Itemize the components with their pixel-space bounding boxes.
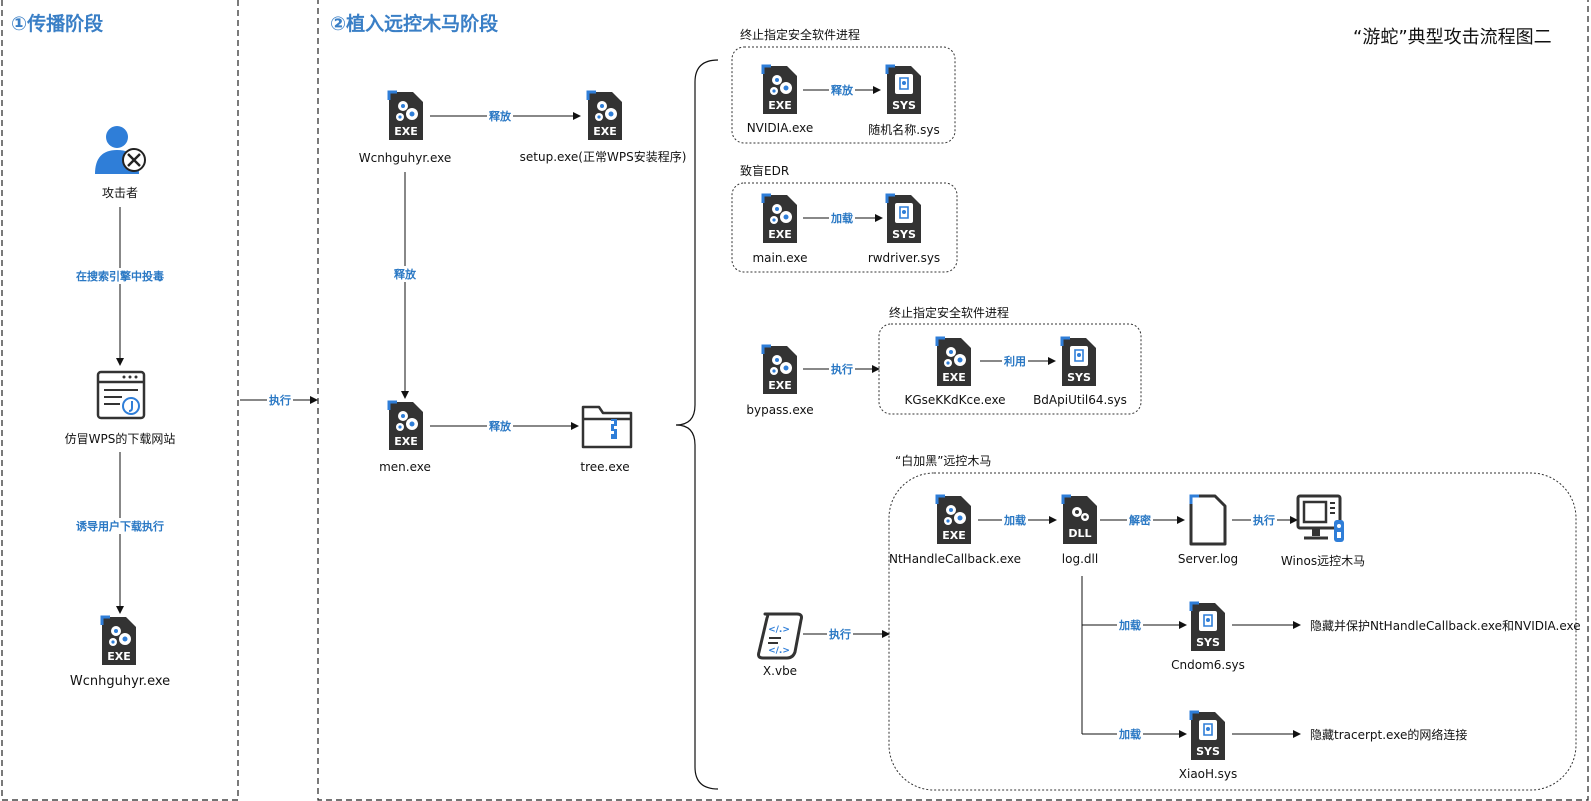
- edge-label-release-men: 释放: [392, 266, 418, 282]
- edge-label-bypass: 执行: [829, 361, 855, 377]
- edge-label-kgse: 利用: [1002, 353, 1028, 369]
- edge-label-log-winos: 执行: [1251, 512, 1277, 528]
- website-icon: [96, 370, 146, 420]
- svg-text:EXE: EXE: [394, 435, 418, 448]
- cndom-label: Cndom6.sys: [1171, 658, 1245, 672]
- group4-caption: “白加黑”远控木马: [895, 454, 992, 468]
- logdll-label: log.dll: [1061, 552, 1099, 566]
- random-sys-label: 随机名称.sys: [868, 123, 940, 137]
- svg-text:</.>: </.>: [768, 625, 790, 635]
- svg-text:EXE: EXE: [768, 379, 792, 392]
- exe-icon-wcnh: EXE: [387, 90, 423, 140]
- website-label: 仿冒WPS的下载网站: [64, 432, 176, 446]
- exe-icon-nthandle: EXE: [935, 494, 971, 544]
- script-scroll-icon: </.> </.>: [757, 612, 803, 660]
- svg-text:EXE: EXE: [394, 125, 418, 138]
- wcnh-label: Wcnhguhyr.exe: [358, 151, 452, 165]
- wcnh-dl-label: Wcnhguhyr.exe: [69, 674, 171, 689]
- sys-icon-xiaoh: SYS: [1189, 710, 1225, 760]
- nthandle-label: NtHandleCallback.exe: [888, 552, 1022, 566]
- svg-text:SYS: SYS: [1067, 371, 1091, 384]
- svg-text:SYS: SYS: [1196, 636, 1220, 649]
- edge-label-xvbe: 执行: [827, 626, 853, 642]
- exe-icon-bypass: EXE: [761, 344, 797, 394]
- winos-label: Winos远控木马: [1280, 554, 1366, 568]
- exe-icon-wcnh-dl: EXE: [100, 615, 136, 665]
- edge-label-main: 加载: [829, 210, 855, 226]
- hide-protect-label: 隐藏并保护NtHandleCallback.exe和NVIDIA.exe: [1310, 619, 1581, 633]
- group3-caption: 终止指定安全软件进程: [889, 306, 1010, 320]
- svg-text:EXE: EXE: [107, 650, 131, 663]
- edge-label-nt-dll: 加载: [1002, 512, 1028, 528]
- edge-label-exec-phase: 执行: [267, 392, 293, 408]
- svg-text:SYS: SYS: [892, 228, 916, 241]
- hide-network-label: 隐藏tracerpt.exe的网络连接: [1310, 728, 1468, 742]
- zip-folder-icon: [581, 405, 633, 449]
- edge-label-dll-log: 解密: [1127, 512, 1153, 528]
- nvidia-label: NVIDIA.exe: [746, 121, 814, 135]
- setup-label: setup.exe(正常WPS安装程序): [519, 150, 687, 164]
- dll-text: DLL: [1068, 527, 1091, 540]
- remote-trojan-icon: [1296, 494, 1344, 542]
- attacker-icon: [95, 126, 146, 174]
- xvbe-label: X.vbe: [762, 664, 798, 678]
- phase1-title: ①传播阶段: [11, 13, 104, 35]
- sys-icon-random: SYS: [885, 64, 921, 114]
- bypass-label: bypass.exe: [746, 403, 814, 417]
- edge-label-lure: 诱导用户下载执行: [74, 518, 166, 534]
- exe-icon-nvidia: EXE: [761, 64, 797, 114]
- edge-label-cndom: 加载: [1117, 617, 1143, 633]
- svg-text:EXE: EXE: [768, 99, 792, 112]
- serverlog-label: Server.log: [1177, 552, 1239, 566]
- exe-icon-main: EXE: [761, 193, 797, 243]
- svg-text:SYS: SYS: [1196, 745, 1220, 758]
- main-label: main.exe: [752, 251, 808, 265]
- svg-text:EXE: EXE: [942, 529, 966, 542]
- group-box-2: [731, 182, 958, 273]
- sys-icon-cndom: SYS: [1189, 601, 1225, 651]
- exe-icon-kgse: EXE: [935, 336, 971, 386]
- phase2-title: ②植入远控木马阶段: [330, 13, 499, 35]
- log-file-icon: [1189, 494, 1227, 546]
- dll-file-icon: DLL: [1061, 494, 1097, 544]
- svg-text:EXE: EXE: [768, 228, 792, 241]
- phase2-frame: [317, 0, 1589, 801]
- group-box-4: [888, 472, 1577, 791]
- svg-text:EXE: EXE: [942, 371, 966, 384]
- men-label: men.exe: [379, 460, 431, 474]
- svg-text:EXE: EXE: [593, 125, 617, 138]
- edge-label-release-setup: 释放: [487, 108, 513, 124]
- edge-label-xiaoh: 加载: [1117, 726, 1143, 742]
- group2-caption: 致盲EDR: [740, 164, 790, 178]
- attacker-label: 攻击者: [101, 186, 139, 200]
- edge-label-nvidia: 释放: [829, 82, 855, 98]
- svg-text:</.>: </.>: [768, 646, 790, 656]
- kgse-label: KGseKKdKce.exe: [904, 393, 1006, 407]
- edge-label-release-tree: 释放: [487, 418, 513, 434]
- tree-label: tree.exe: [580, 460, 630, 474]
- group1-caption: 终止指定安全软件进程: [740, 28, 861, 42]
- sys-icon-rwdriver: SYS: [885, 193, 921, 243]
- brace: [675, 59, 719, 790]
- exe-icon-men: EXE: [387, 400, 423, 450]
- svg-text:SYS: SYS: [892, 99, 916, 112]
- rwdriver-label: rwdriver.sys: [867, 251, 941, 265]
- sys-icon-bdapi: SYS: [1060, 336, 1096, 386]
- xiaoh-label: XiaoH.sys: [1178, 767, 1238, 781]
- group-box-3: [878, 323, 1142, 415]
- group-box-1: [731, 46, 956, 144]
- diagram-title: “游蛇”典型攻击流程图二: [1353, 27, 1552, 48]
- edge-label-poison: 在搜索引擎中投毒: [74, 268, 166, 284]
- exe-icon-setup: EXE: [586, 90, 622, 140]
- bdapi-label: BdApiUtil64.sys: [1033, 393, 1127, 407]
